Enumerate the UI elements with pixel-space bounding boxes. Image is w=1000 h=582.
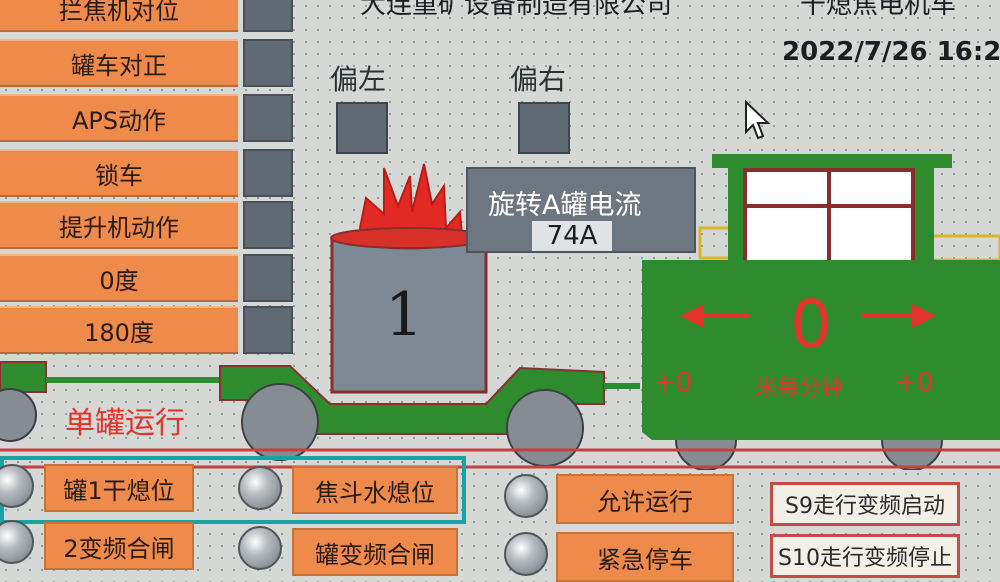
flame-icon <box>359 163 464 237</box>
status-lamp-aps <box>243 94 293 142</box>
current-readout-panel: 旋转A罐电流 74A <box>466 167 696 253</box>
flat-car-wheel-right <box>506 389 584 467</box>
label-emergency-stop: 紧急停车 <box>556 532 734 582</box>
status-lamp-tank-align <box>243 39 293 87</box>
mouse-cursor-icon <box>745 100 771 140</box>
s9-vfd-start-button[interactable]: S9走行变频启动 <box>770 482 960 526</box>
status-label-hoist: 提升机动作 <box>0 201 238 249</box>
bottom-panel: 罐1干熄位 焦斗水熄位 允许运行 S9走行变频启动 2变频合闸 罐变频合闸 紧急… <box>0 456 1000 582</box>
arrow-left-icon <box>680 304 704 328</box>
current-readout-title: 旋转A罐电流 <box>482 183 648 222</box>
company-name: 大连重矿设备制造有限公司 <box>360 0 673 20</box>
tank-number: 1 <box>385 280 424 350</box>
status-lamp-hoist <box>243 201 293 249</box>
flat-car-wheel-left <box>241 383 319 461</box>
system-name: 干熄焦电机车 <box>800 0 957 20</box>
label-vfd2-close: 2变频合闸 <box>44 522 194 570</box>
current-readout-right-cell <box>614 221 694 251</box>
offset-right-lamp <box>518 102 570 154</box>
yellow-frame-left <box>698 226 732 260</box>
loco-right-value: +0 <box>895 368 934 398</box>
left-car-body <box>0 361 47 393</box>
status-lamp-coke-guide <box>243 0 293 32</box>
status-label-coke-guide: 拦焦机对位 <box>0 0 238 32</box>
lamp-emergency-stop <box>504 532 548 576</box>
label-allow-run: 允许运行 <box>556 474 734 524</box>
status-lamp-180deg <box>243 306 293 354</box>
loco-left-value: +0 <box>654 368 693 398</box>
offset-right-label: 偏右 <box>510 63 567 96</box>
single-tank-run-label: 单罐运行 <box>65 406 185 441</box>
lamp-allow-run <box>504 474 548 518</box>
lamp-bucket-water-quench <box>238 466 282 510</box>
loco-speed-value: 0 <box>790 286 832 363</box>
lamp-vfd2-close <box>0 520 34 564</box>
status-label-tank-align: 罐车对正 <box>0 39 238 87</box>
s10-vfd-stop-button[interactable]: S10走行变频停止 <box>770 534 960 578</box>
label-tank1-dry-quench: 罐1干熄位 <box>44 464 194 512</box>
track-scene <box>0 154 1000 470</box>
lamp-tank-vfd-close <box>238 526 282 570</box>
yellow-frame-right <box>928 234 1000 262</box>
arrow-right-icon <box>912 304 936 328</box>
status-lamp-0deg <box>243 254 293 302</box>
label-bucket-water-quench: 焦斗水熄位 <box>292 466 458 514</box>
current-readout-value: 74A <box>532 221 612 251</box>
left-car-wheel <box>0 388 37 442</box>
status-list: 拦焦机对位 罐车对正 APS动作 锁车 提升机动作 0度 180度 <box>0 0 300 360</box>
status-label-lock: 锁车 <box>0 149 238 197</box>
offset-left-lamp <box>336 102 388 154</box>
offset-left-label: 偏左 <box>330 63 387 96</box>
status-label-aps: APS动作 <box>0 94 238 142</box>
status-lamp-lock <box>243 149 293 197</box>
datetime-display: 2022/7/26 16:20 <box>782 37 1000 67</box>
loco-speed-unit: 米每分钟 <box>755 376 844 401</box>
status-label-0deg: 0度 <box>0 254 238 302</box>
label-tank-vfd-close: 罐变频合闸 <box>292 528 458 576</box>
loco-body <box>642 260 1000 432</box>
status-label-180deg: 180度 <box>0 306 238 354</box>
loco-bottom-step <box>642 432 1000 440</box>
lamp-tank1-dry-quench <box>0 464 34 508</box>
tank-rim <box>330 227 488 249</box>
